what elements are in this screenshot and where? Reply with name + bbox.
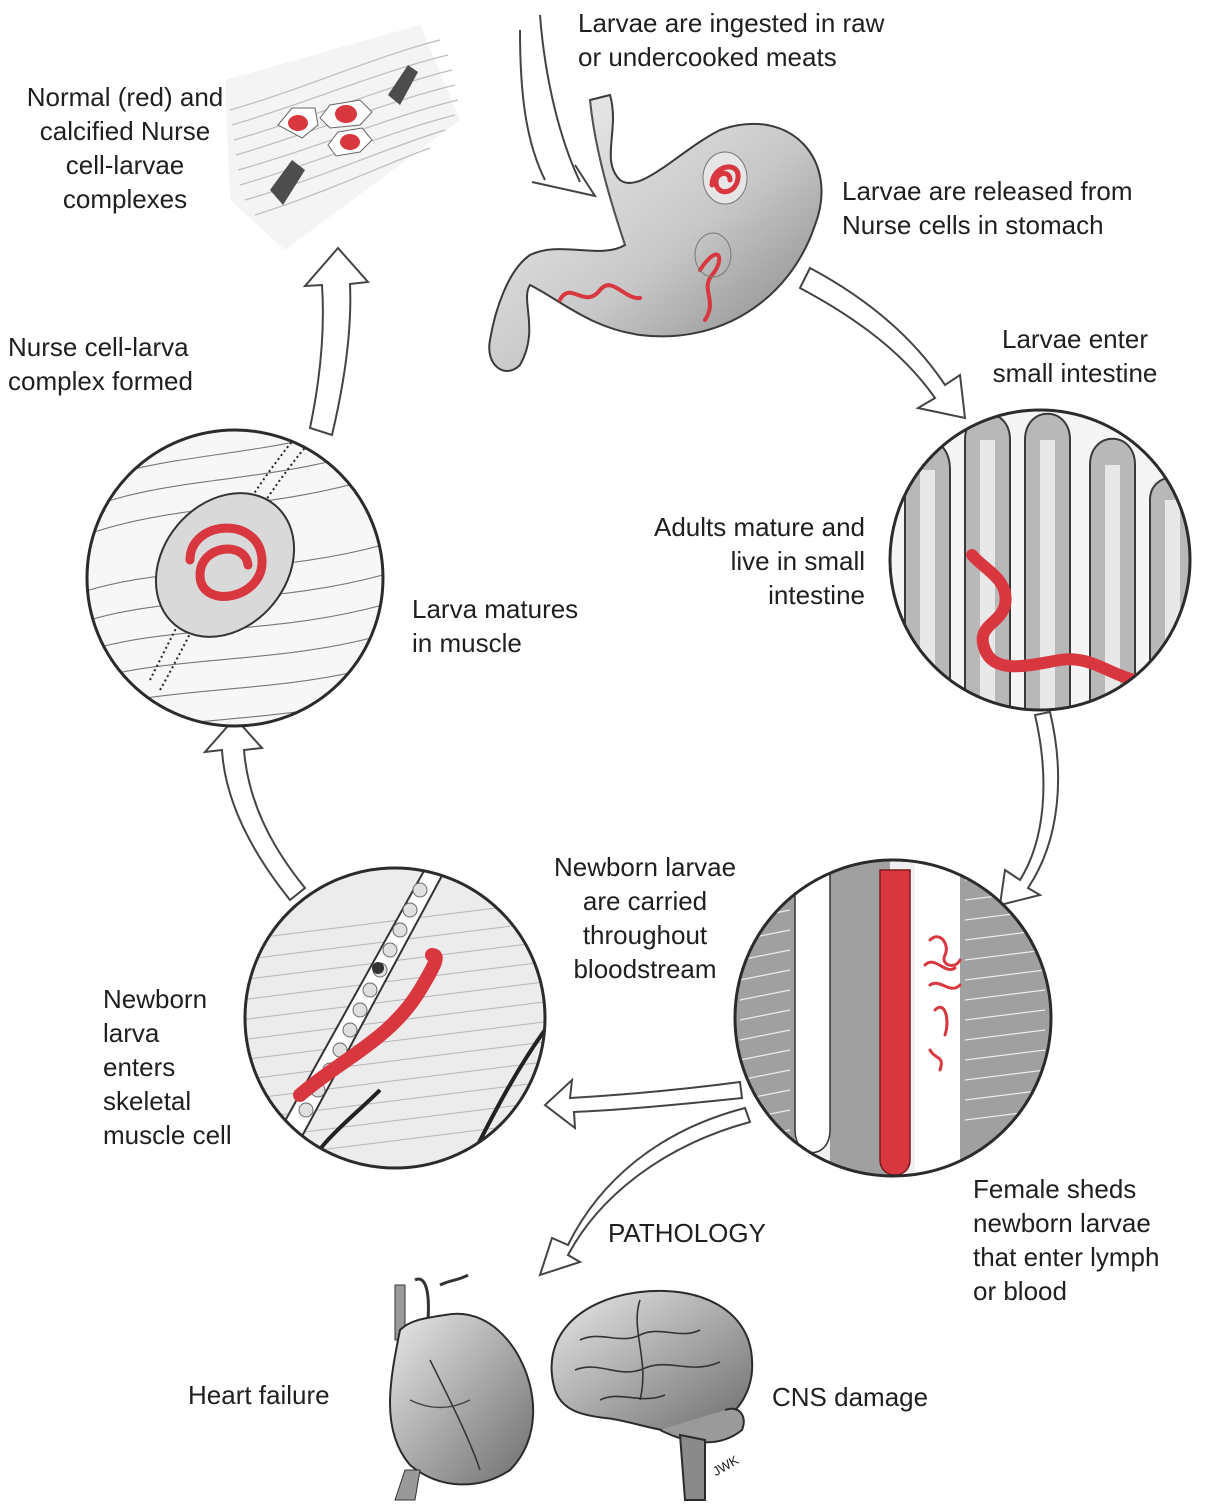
label-heart-failure: Heart failure [188,1378,330,1412]
intestine-to-lymph-arrow [1000,712,1058,905]
label-cns-damage: CNS damage [772,1380,928,1414]
label-ingested: Larvae are ingested in raw or undercooke… [578,6,884,74]
calcified-complexes-illustration [225,25,460,250]
small-intestine-circle [890,410,1195,720]
label-adults-mature: Adults mature and live in small intestin… [600,510,865,612]
larva-enters-muscle-circle [240,860,560,1180]
muscle-to-mature-arrow [205,718,305,900]
label-calcified-complexes: Normal (red) and calcified Nurse cell-la… [0,80,250,216]
label-larva-matures: Larva matures in muscle [412,592,578,660]
larva-matures-circle [60,380,400,750]
label-carried-in-bloodstream: Newborn larvae are carried throughout bl… [525,850,765,986]
label-enter-small-intestine: Larvae enter small intestine [960,322,1190,390]
stomach-to-intestine-arrow [800,268,965,418]
label-enters-skeletal-muscle: Newborn larva enters skeletal muscle cel… [103,982,232,1152]
stomach-illustration [489,95,821,371]
female-sheds-larvae-circle [735,860,1051,1180]
label-released-from-nurse-cells: Larvae are released from Nurse cells in … [842,174,1132,242]
label-female-sheds: Female sheds newborn larvae that enter l… [973,1172,1159,1308]
heart-illustration [390,1275,533,1500]
mature-to-calcified-arrow [305,248,368,435]
label-complex-formed: Nurse cell-larva complex formed [8,330,193,398]
label-pathology: PATHOLOGY [608,1216,766,1250]
